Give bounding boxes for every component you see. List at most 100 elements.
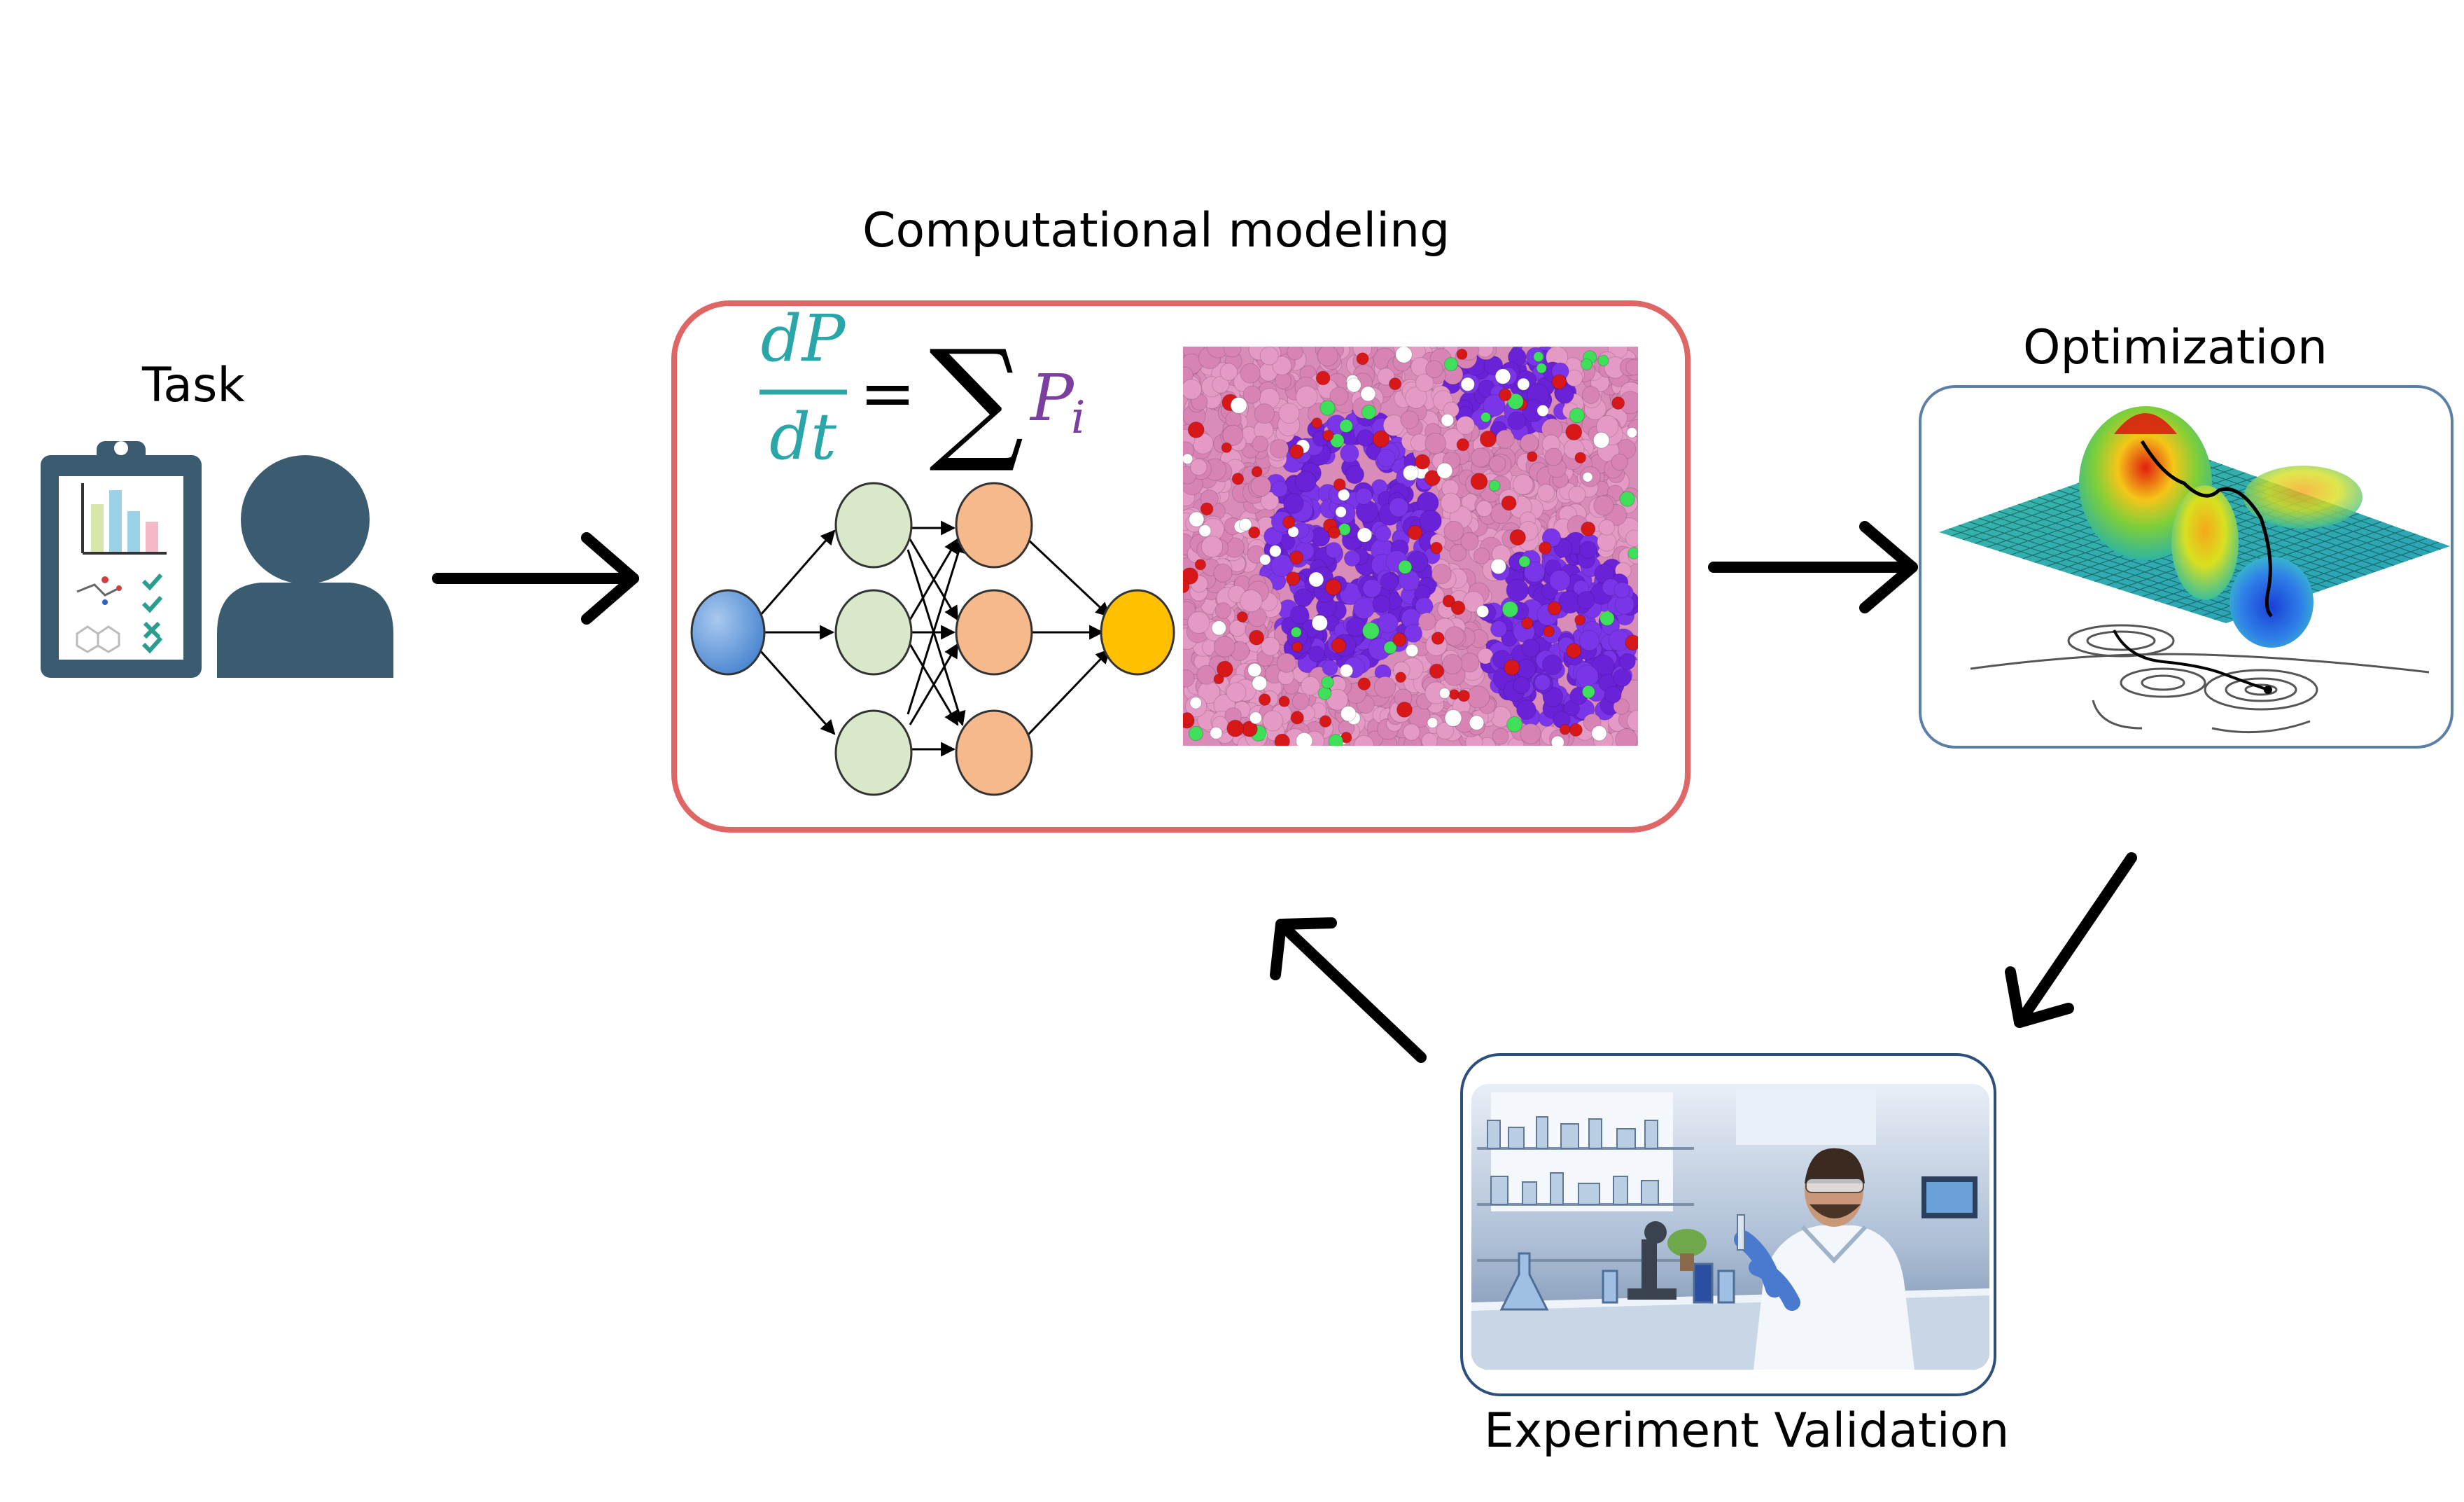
sim-atom — [1604, 686, 1622, 704]
sim-atom — [1240, 363, 1261, 384]
nn-input-node — [690, 589, 766, 676]
sim-atom — [1506, 578, 1530, 602]
sim-atom — [1328, 526, 1340, 539]
sim-atom — [1217, 660, 1233, 678]
sim-atom — [1287, 526, 1299, 538]
sim-atom — [1456, 349, 1468, 360]
nn-hidden2-node — [955, 482, 1033, 569]
sim-atom — [1343, 550, 1361, 567]
sim-atom — [1221, 442, 1232, 453]
sim-atom — [1211, 620, 1227, 636]
sim-atom — [1339, 664, 1354, 678]
sim-atom — [1614, 581, 1630, 599]
sim-atom — [1490, 558, 1506, 575]
sim-atom — [1383, 641, 1397, 655]
equation-term: P — [1029, 361, 1075, 436]
nn-hidden1-node — [834, 589, 913, 676]
sim-atom — [1290, 605, 1310, 625]
sim-atom — [1339, 419, 1353, 433]
sim-atom — [1322, 660, 1338, 676]
experiment-validation-label: Experiment Validation — [1484, 1403, 2010, 1459]
sim-atom — [1615, 728, 1638, 746]
sim-atom — [1407, 524, 1423, 541]
sim-atom — [1576, 591, 1595, 610]
sim-atom — [1501, 495, 1517, 511]
sim-atom — [1460, 653, 1480, 673]
sim-atom — [1377, 612, 1399, 634]
sim-atom — [1444, 357, 1458, 371]
sim-atom — [1373, 676, 1396, 699]
sim-atom — [1424, 470, 1441, 486]
sim-atom — [1296, 732, 1313, 746]
sim-atom — [1547, 601, 1562, 616]
arrow-optimization-to-experiment — [2005, 852, 2137, 1028]
sim-atom — [1231, 473, 1245, 485]
sim-atom — [1290, 711, 1304, 725]
sim-atom — [1578, 630, 1600, 651]
sim-atom — [1441, 413, 1455, 427]
sim-atom — [1518, 555, 1531, 568]
sim-atom — [1278, 403, 1300, 424]
sim-atom — [1319, 715, 1332, 728]
equation-equals: = — [860, 354, 916, 433]
neural-network-nodes — [690, 482, 1175, 796]
sim-atom — [1536, 404, 1549, 417]
sim-atom — [1380, 572, 1399, 592]
sim-atom — [1340, 443, 1359, 464]
sim-atom — [1292, 693, 1310, 711]
sim-atom — [1438, 688, 1450, 699]
sim-atom — [1565, 369, 1583, 387]
sim-atom — [1248, 526, 1261, 539]
sim-atom — [1574, 614, 1586, 626]
sim-atom — [1581, 521, 1596, 536]
molecular-simulation-image — [1183, 347, 1638, 746]
sim-atom — [1625, 529, 1638, 548]
sim-atom — [1425, 360, 1443, 379]
sim-atom — [1427, 717, 1438, 728]
sim-atom — [1523, 561, 1546, 583]
sim-atom — [1230, 396, 1247, 414]
sim-atom — [1469, 715, 1485, 730]
sim-atom — [1431, 632, 1445, 645]
sim-atom — [1431, 564, 1452, 585]
sim-atom — [1183, 453, 1194, 465]
sim-atom — [1329, 387, 1349, 406]
sim-atom — [1357, 677, 1371, 691]
sim-atom — [1536, 484, 1555, 502]
sim-atom — [1261, 637, 1280, 656]
sim-atom — [1507, 393, 1524, 410]
sim-atom — [1317, 686, 1332, 700]
sim-atom — [1488, 480, 1501, 492]
sim-atom — [1258, 693, 1271, 706]
sim-atom — [1470, 447, 1491, 468]
sim-atom — [1444, 709, 1462, 727]
sim-atom — [1183, 580, 1190, 593]
sim-atom — [1488, 455, 1506, 473]
optimization-label: Optimization — [2023, 320, 2328, 375]
sim-atom — [1418, 612, 1436, 631]
sim-atom — [1581, 685, 1595, 699]
sim-atom — [1187, 422, 1205, 438]
sim-atom — [1421, 732, 1438, 746]
sim-atom — [1190, 458, 1208, 476]
sim-atom — [1362, 578, 1382, 598]
sim-atom — [1301, 676, 1320, 696]
sim-atom — [1568, 485, 1586, 503]
sim-atom — [1250, 475, 1272, 497]
sim-atom — [1398, 559, 1413, 574]
sim-atom — [1625, 359, 1638, 376]
sim-atom — [1187, 611, 1210, 634]
sim-atom — [1315, 370, 1331, 386]
sim-atom — [1517, 377, 1530, 391]
sim-atom — [1569, 408, 1585, 424]
sim-atom — [1476, 500, 1493, 517]
sim-atom — [1269, 545, 1282, 557]
nn-hidden2-node — [955, 589, 1033, 676]
sim-atom — [1242, 385, 1261, 404]
sim-atom — [1448, 689, 1460, 700]
sim-atom — [1591, 725, 1607, 742]
nn-hidden1-node — [834, 482, 913, 569]
sim-atom — [1460, 377, 1476, 391]
sim-atom — [1565, 424, 1583, 440]
